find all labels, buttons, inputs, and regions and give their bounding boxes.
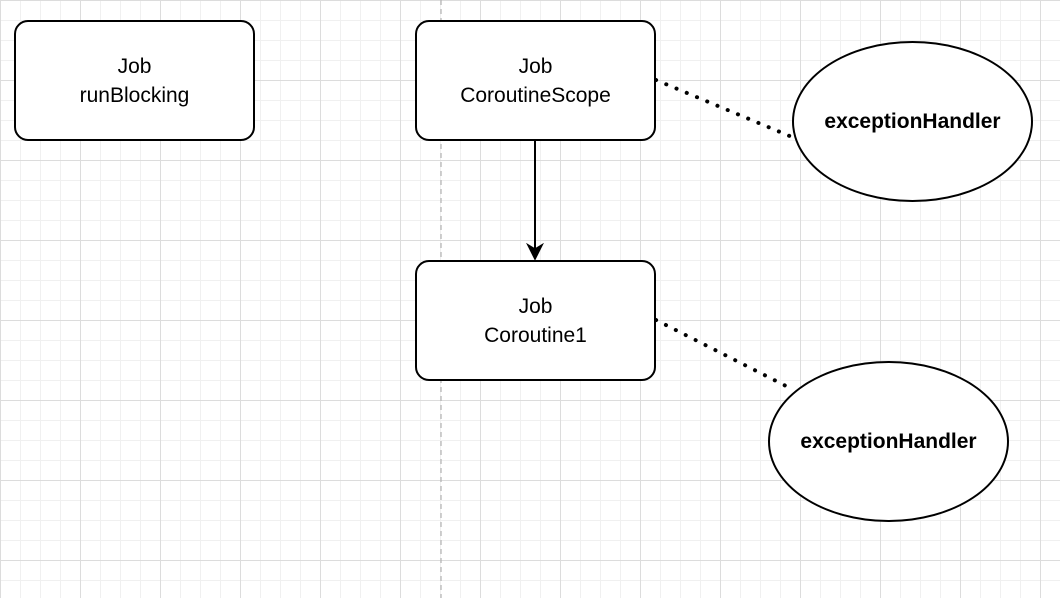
node-runblocking-job-name: runBlocking — [79, 83, 190, 107]
node-coroutinescope-job-name: CoroutineScope — [460, 83, 611, 107]
node-coroutinescope-job[interactable]: Job CoroutineScope — [415, 20, 656, 141]
node-exception-handler-scope-label: exceptionHandler — [824, 109, 1001, 133]
node-coroutinescope-job-title: Job — [518, 54, 553, 78]
node-runblocking-job[interactable]: Job runBlocking — [14, 20, 255, 141]
edge-scope-to-handler[interactable] — [654, 78, 794, 139]
node-coroutine1-job[interactable]: Job Coroutine1 — [415, 260, 656, 381]
node-coroutine1-job-title: Job — [518, 294, 553, 318]
node-exception-handler-scope[interactable]: exceptionHandler — [792, 41, 1033, 202]
node-exception-handler-coroutine1[interactable]: exceptionHandler — [768, 361, 1009, 522]
edge-coroutine1-to-handler[interactable] — [654, 318, 788, 388]
node-runblocking-job-title: Job — [117, 54, 152, 78]
node-coroutine1-job-name: Coroutine1 — [484, 323, 587, 347]
node-exception-handler-coroutine1-label: exceptionHandler — [800, 429, 977, 453]
